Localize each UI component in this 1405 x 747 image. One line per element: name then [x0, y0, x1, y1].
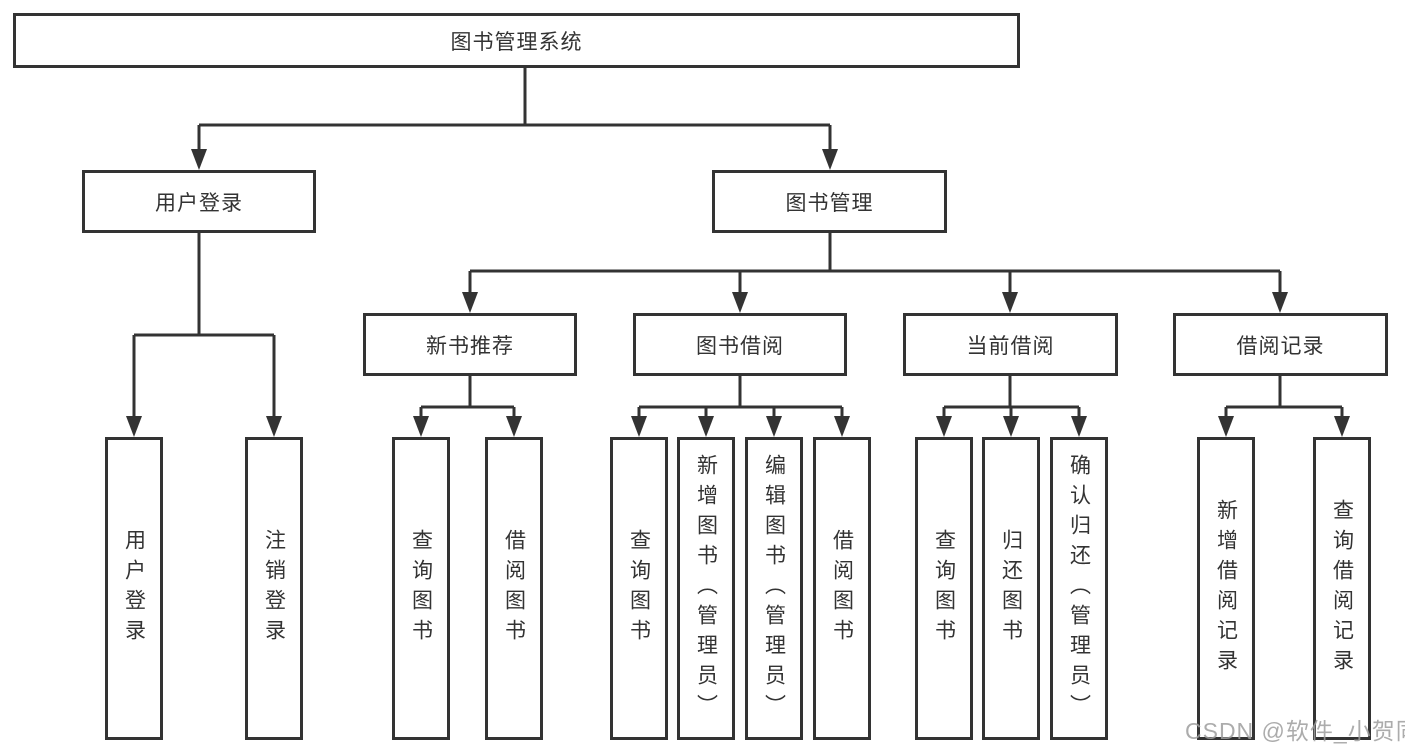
node-current-borrow: 当前借阅 [903, 313, 1118, 376]
leaf-edit-book-admin: 编辑图书（管理员） [745, 437, 803, 740]
leaf-label: 查询图书 [409, 528, 433, 649]
leaf-label: 查询图书 [627, 528, 651, 649]
leaf-label: 用户登录 [122, 528, 146, 649]
node-label: 新书推荐 [426, 334, 514, 358]
leaf-confirm-return-admin: 确认归还（管理员） [1050, 437, 1108, 740]
leaf-query-borrow-record: 查询借阅记录 [1313, 437, 1371, 740]
leaf-return-book: 归还图书 [982, 437, 1040, 740]
node-book-management-branch: 图书管理 [712, 170, 947, 233]
leaf-query-books-borrow: 查询图书 [610, 437, 668, 740]
node-new-book-recommend: 新书推荐 [363, 313, 577, 376]
leaf-logout: 注销登录 [245, 437, 303, 740]
leaf-query-books-recommend: 查询图书 [392, 437, 450, 740]
leaf-label: 新增借阅记录 [1214, 498, 1238, 679]
node-book-borrow: 图书借阅 [633, 313, 847, 376]
leaf-label: 编辑图书（管理员） [762, 453, 786, 724]
node-user-login-branch: 用户登录 [82, 170, 316, 233]
leaf-label: 查询图书 [932, 528, 956, 649]
node-root-library-system: 图书管理系统 [13, 13, 1020, 68]
leaf-borrow-books: 借阅图书 [813, 437, 871, 740]
leaf-label: 归还图书 [999, 528, 1023, 649]
leaf-user-login: 用户登录 [105, 437, 163, 740]
node-label: 图书管理系统 [450, 30, 583, 54]
csdn-watermark: CSDN @软件_小贺同学 [1185, 718, 1405, 744]
leaf-label: 借阅图书 [830, 528, 854, 649]
node-label: 当前借阅 [966, 334, 1055, 358]
leaf-query-books-current: 查询图书 [915, 437, 973, 740]
leaf-add-borrow-record: 新增借阅记录 [1197, 437, 1255, 740]
node-label: 借阅记录 [1236, 334, 1325, 358]
leaf-label: 新增图书（管理员） [694, 453, 718, 724]
leaf-borrow-books-recommend: 借阅图书 [485, 437, 543, 740]
leaf-label: 注销登录 [262, 528, 286, 649]
leaf-label: 查询借阅记录 [1330, 498, 1354, 679]
node-label: 图书借阅 [696, 334, 784, 358]
node-label: 图书管理 [785, 191, 874, 215]
leaf-label: 借阅图书 [502, 528, 526, 649]
node-borrow-records: 借阅记录 [1173, 313, 1388, 376]
leaf-add-book-admin: 新增图书（管理员） [677, 437, 735, 740]
node-label: 用户登录 [155, 191, 243, 215]
leaf-label: 确认归还（管理员） [1067, 453, 1091, 724]
